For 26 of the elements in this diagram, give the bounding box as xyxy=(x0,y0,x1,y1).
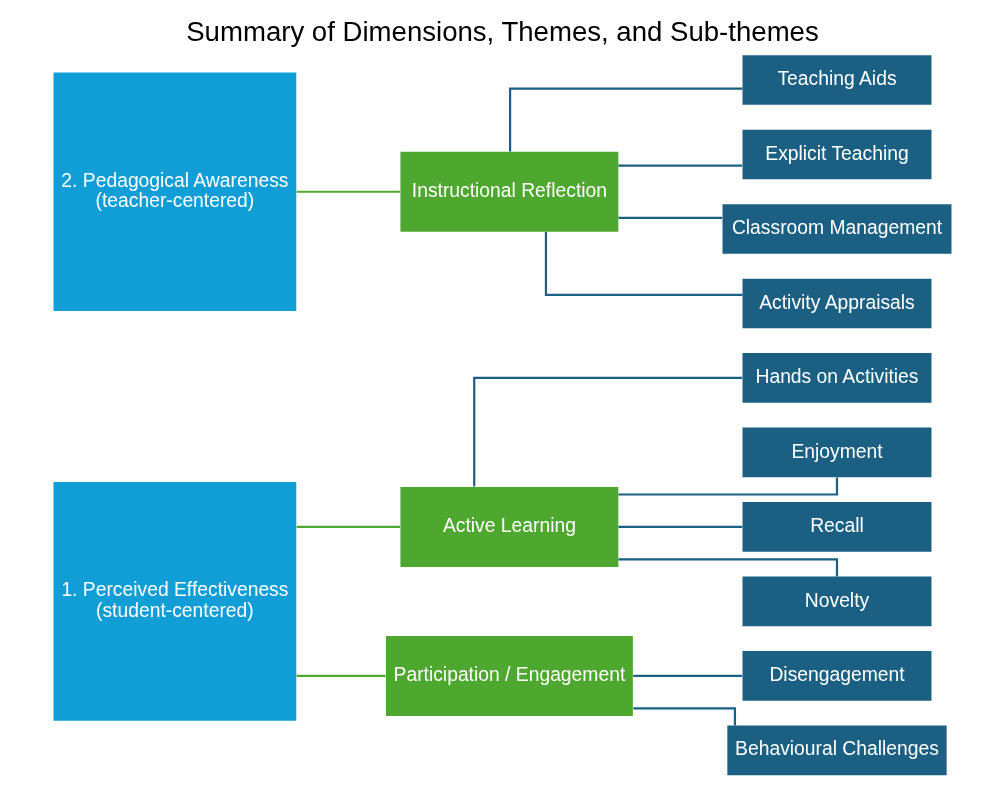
node-box: Novelty xyxy=(742,576,931,627)
node-box: Active Learning xyxy=(399,486,618,567)
node-box: 2. Pedagogical Awareness (teacher-centered) xyxy=(53,72,296,312)
node-box: Explicit Teaching xyxy=(742,129,931,180)
connector xyxy=(618,164,742,167)
node-box: Disengagement xyxy=(742,651,931,701)
connector xyxy=(296,525,400,529)
connector xyxy=(618,216,722,220)
node-box: Behavioural Challenges xyxy=(726,725,947,776)
connector xyxy=(296,674,386,677)
connector xyxy=(508,87,742,152)
node-box: 1. Perceived Effectiveness (student-centered) xyxy=(53,482,296,721)
connector xyxy=(544,231,742,296)
connector xyxy=(632,674,742,677)
node-box: Activity Appraisals xyxy=(742,278,931,329)
connector xyxy=(296,190,400,193)
connector xyxy=(618,525,742,529)
node-box: Enjoyment xyxy=(742,427,931,478)
diagram-title: Summary of Dimensions, Themes, and Sub-themes xyxy=(185,16,819,48)
node-box: Instructional Reflection xyxy=(399,151,618,232)
node-box: Teaching Aids xyxy=(742,55,931,105)
node-box: Participation / Engagement xyxy=(385,635,633,716)
node-box: Classroom Management xyxy=(722,204,951,254)
node-box: Hands on Activities xyxy=(742,353,931,403)
node-box: Recall xyxy=(742,502,931,552)
connector xyxy=(472,376,742,487)
